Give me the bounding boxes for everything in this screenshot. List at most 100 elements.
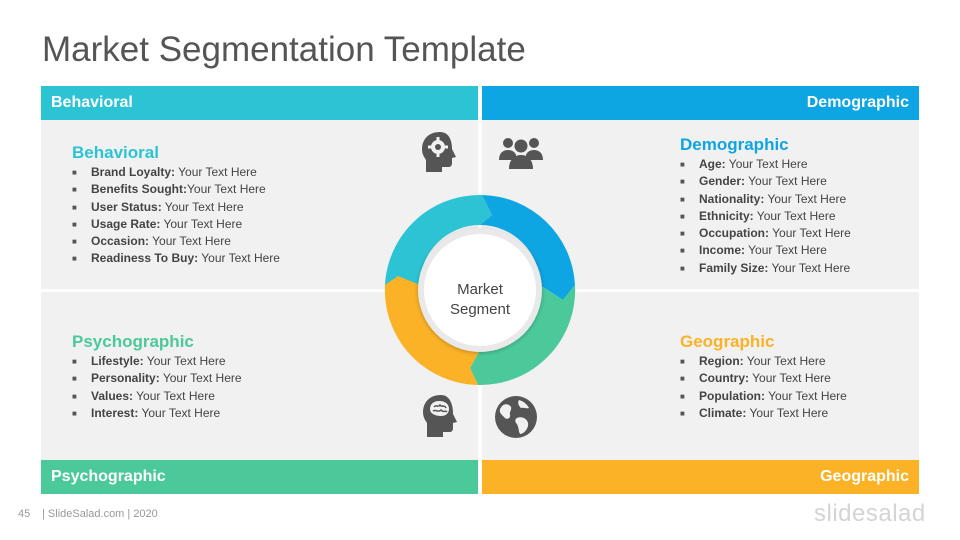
bullet-icon: ■ xyxy=(680,246,685,256)
list-item: ■ Age: Your Text Here xyxy=(680,156,851,173)
list-item-value: Your Text Here xyxy=(187,182,266,197)
bullet-icon: ■ xyxy=(680,263,685,273)
list-item-value: Your Text Here xyxy=(160,216,243,231)
list-item-value: Your Text Here xyxy=(746,405,829,420)
bullet-icon: ■ xyxy=(72,408,77,418)
list-item: ■Population: Your Text Here xyxy=(680,388,847,405)
bullet-icon: ■ xyxy=(680,160,685,169)
list-item: ■ Personality: Your Text Here xyxy=(72,370,242,387)
demographic-title: Demographic xyxy=(680,135,789,154)
behavioral-band: Behavioral xyxy=(41,86,478,120)
list-item-label: Brand Loyalty: xyxy=(91,165,176,179)
list-item-value: Your Text Here xyxy=(769,226,851,241)
bullet-icon: ■ xyxy=(72,254,77,264)
bullet-icon: ■ xyxy=(72,237,77,247)
list-item: ■ Values: Your Text Here xyxy=(72,388,242,405)
list-item-label: Values: xyxy=(91,388,134,403)
list-item-value: Your Text Here xyxy=(175,165,257,179)
bullet-icon: ■ xyxy=(72,391,77,401)
ring-center-inner xyxy=(424,234,536,346)
list-item-value: Your Text Here xyxy=(749,371,831,386)
ring-segment-demographic xyxy=(480,195,575,300)
behavioral-list: ■Brand Loyalty: Your Text Here■Benefits … xyxy=(72,164,280,268)
list-item: ■ Family Size: Your Text Here xyxy=(680,260,851,277)
list-item: ■ Climate: Your Text Here xyxy=(680,405,847,422)
list-item-value: Your Text Here xyxy=(133,388,215,403)
list-item-label: Lifestyle: xyxy=(91,354,144,368)
center-label: Market Segment xyxy=(420,240,540,360)
list-item-label: Personality: xyxy=(91,371,160,386)
page-number: 45 xyxy=(18,508,31,520)
list-item-value: Your Text Here xyxy=(745,174,827,189)
list-item-value: Your Text Here xyxy=(753,208,836,223)
list-item: ■Lifestyle: Your Text Here xyxy=(72,353,242,370)
list-item-label: Benefits Sought: xyxy=(91,182,187,197)
globe-icon xyxy=(495,396,537,438)
list-item: ■ Interest: Your Text Here xyxy=(72,405,242,422)
list-item-label: Occasion: xyxy=(91,234,150,249)
list-item: ■ Gender: Your Text Here xyxy=(680,173,851,190)
list-item-label: Region: xyxy=(699,354,744,368)
demographic-list: ■ Age: Your Text Here ■ Gender: Your Text H… xyxy=(680,156,851,277)
bullet-icon: ■ xyxy=(680,194,685,204)
ring-segment-behavioral xyxy=(385,194,492,285)
psychographic-list: ■Lifestyle: Your Text Here■Personality: … xyxy=(72,353,242,422)
bullet-icon: ■ xyxy=(680,408,685,418)
bullet-icon: ■ xyxy=(680,177,685,187)
list-item: ■ Readiness To Buy: Your Text Here xyxy=(72,250,280,267)
list-item-label: Gender: xyxy=(699,174,746,189)
list-item-value: Your Text Here xyxy=(198,251,280,266)
psychographic-band: Psychographic xyxy=(41,460,478,494)
head-brain-icon xyxy=(423,395,457,437)
list-item-label: Readiness To Buy: xyxy=(91,251,199,266)
list-item-label: Climate: xyxy=(699,405,747,420)
footer-text: | SlideSalad.com | 2020 xyxy=(42,508,158,520)
center-label-line2: Segment xyxy=(449,301,511,318)
bullet-icon: ■ xyxy=(680,357,685,366)
list-item-label: Income: xyxy=(699,243,746,258)
list-item: ■Country: Your Text Here xyxy=(680,370,847,387)
bullet-icon: ■ xyxy=(680,211,685,221)
list-item: ■ Occasion: Your Text Here xyxy=(72,233,280,250)
bullet-icon: ■ xyxy=(72,374,77,384)
geographic-band: Geographic xyxy=(482,460,919,494)
list-item-value: Your Text Here xyxy=(159,371,242,386)
demographic-band: Demographic xyxy=(482,86,919,120)
list-item-label: Ethnicity: xyxy=(699,208,754,223)
list-item: ■ Income: Your Text Here xyxy=(680,242,851,259)
list-item-value: Your Text Here xyxy=(743,354,826,368)
bullet-icon: ■ xyxy=(72,202,77,212)
list-item-value: Your Text Here xyxy=(149,234,231,249)
list-item-label: Age: xyxy=(699,157,726,171)
geographic-title: Geographic xyxy=(680,332,775,351)
psychographic-title: Psychographic xyxy=(72,332,194,351)
ring-segment-psychographic xyxy=(384,276,480,385)
list-item: ■ Occupation: Your Text Here xyxy=(680,225,851,242)
list-item-value: Your Text Here xyxy=(725,157,808,171)
list-item: ■Benefits Sought:Your Text Here xyxy=(72,181,280,198)
list-item: ■ Ethnicity: Your Text Here xyxy=(680,208,851,225)
list-item-label: Nationality: xyxy=(699,191,765,206)
list-item: ■Usage Rate: Your Text Here xyxy=(72,216,280,233)
list-item-value: Your Text Here xyxy=(764,191,847,206)
behavioral-title: Behavioral xyxy=(72,143,159,162)
bullet-icon: ■ xyxy=(680,229,685,239)
list-item: ■ Brand Loyalty: Your Text Here xyxy=(72,164,280,181)
bullet-icon: ■ xyxy=(72,219,77,229)
list-item-label: Family Size: xyxy=(699,260,769,275)
brand-logo: slidesalad xyxy=(814,500,926,527)
list-item-value: Your Text Here xyxy=(768,260,851,275)
list-item-value: Your Text Here xyxy=(765,388,847,403)
bullet-icon: ■ xyxy=(72,168,77,177)
list-item: ■ Nationality: Your Text Here xyxy=(680,191,851,208)
list-item-label: Occupation: xyxy=(699,226,770,241)
list-item: ■User Status: Your Text Here xyxy=(72,199,280,216)
list-item-value: Your Text Here xyxy=(161,199,244,214)
list-item: ■ Region: Your Text Here xyxy=(680,353,847,370)
list-item-value: Your Text Here xyxy=(138,405,221,420)
list-item-label: Interest: xyxy=(91,405,139,420)
list-item-value: Your Text Here xyxy=(143,354,226,368)
list-item-value: Your Text Here xyxy=(745,243,827,258)
people-group-icon xyxy=(499,138,543,169)
